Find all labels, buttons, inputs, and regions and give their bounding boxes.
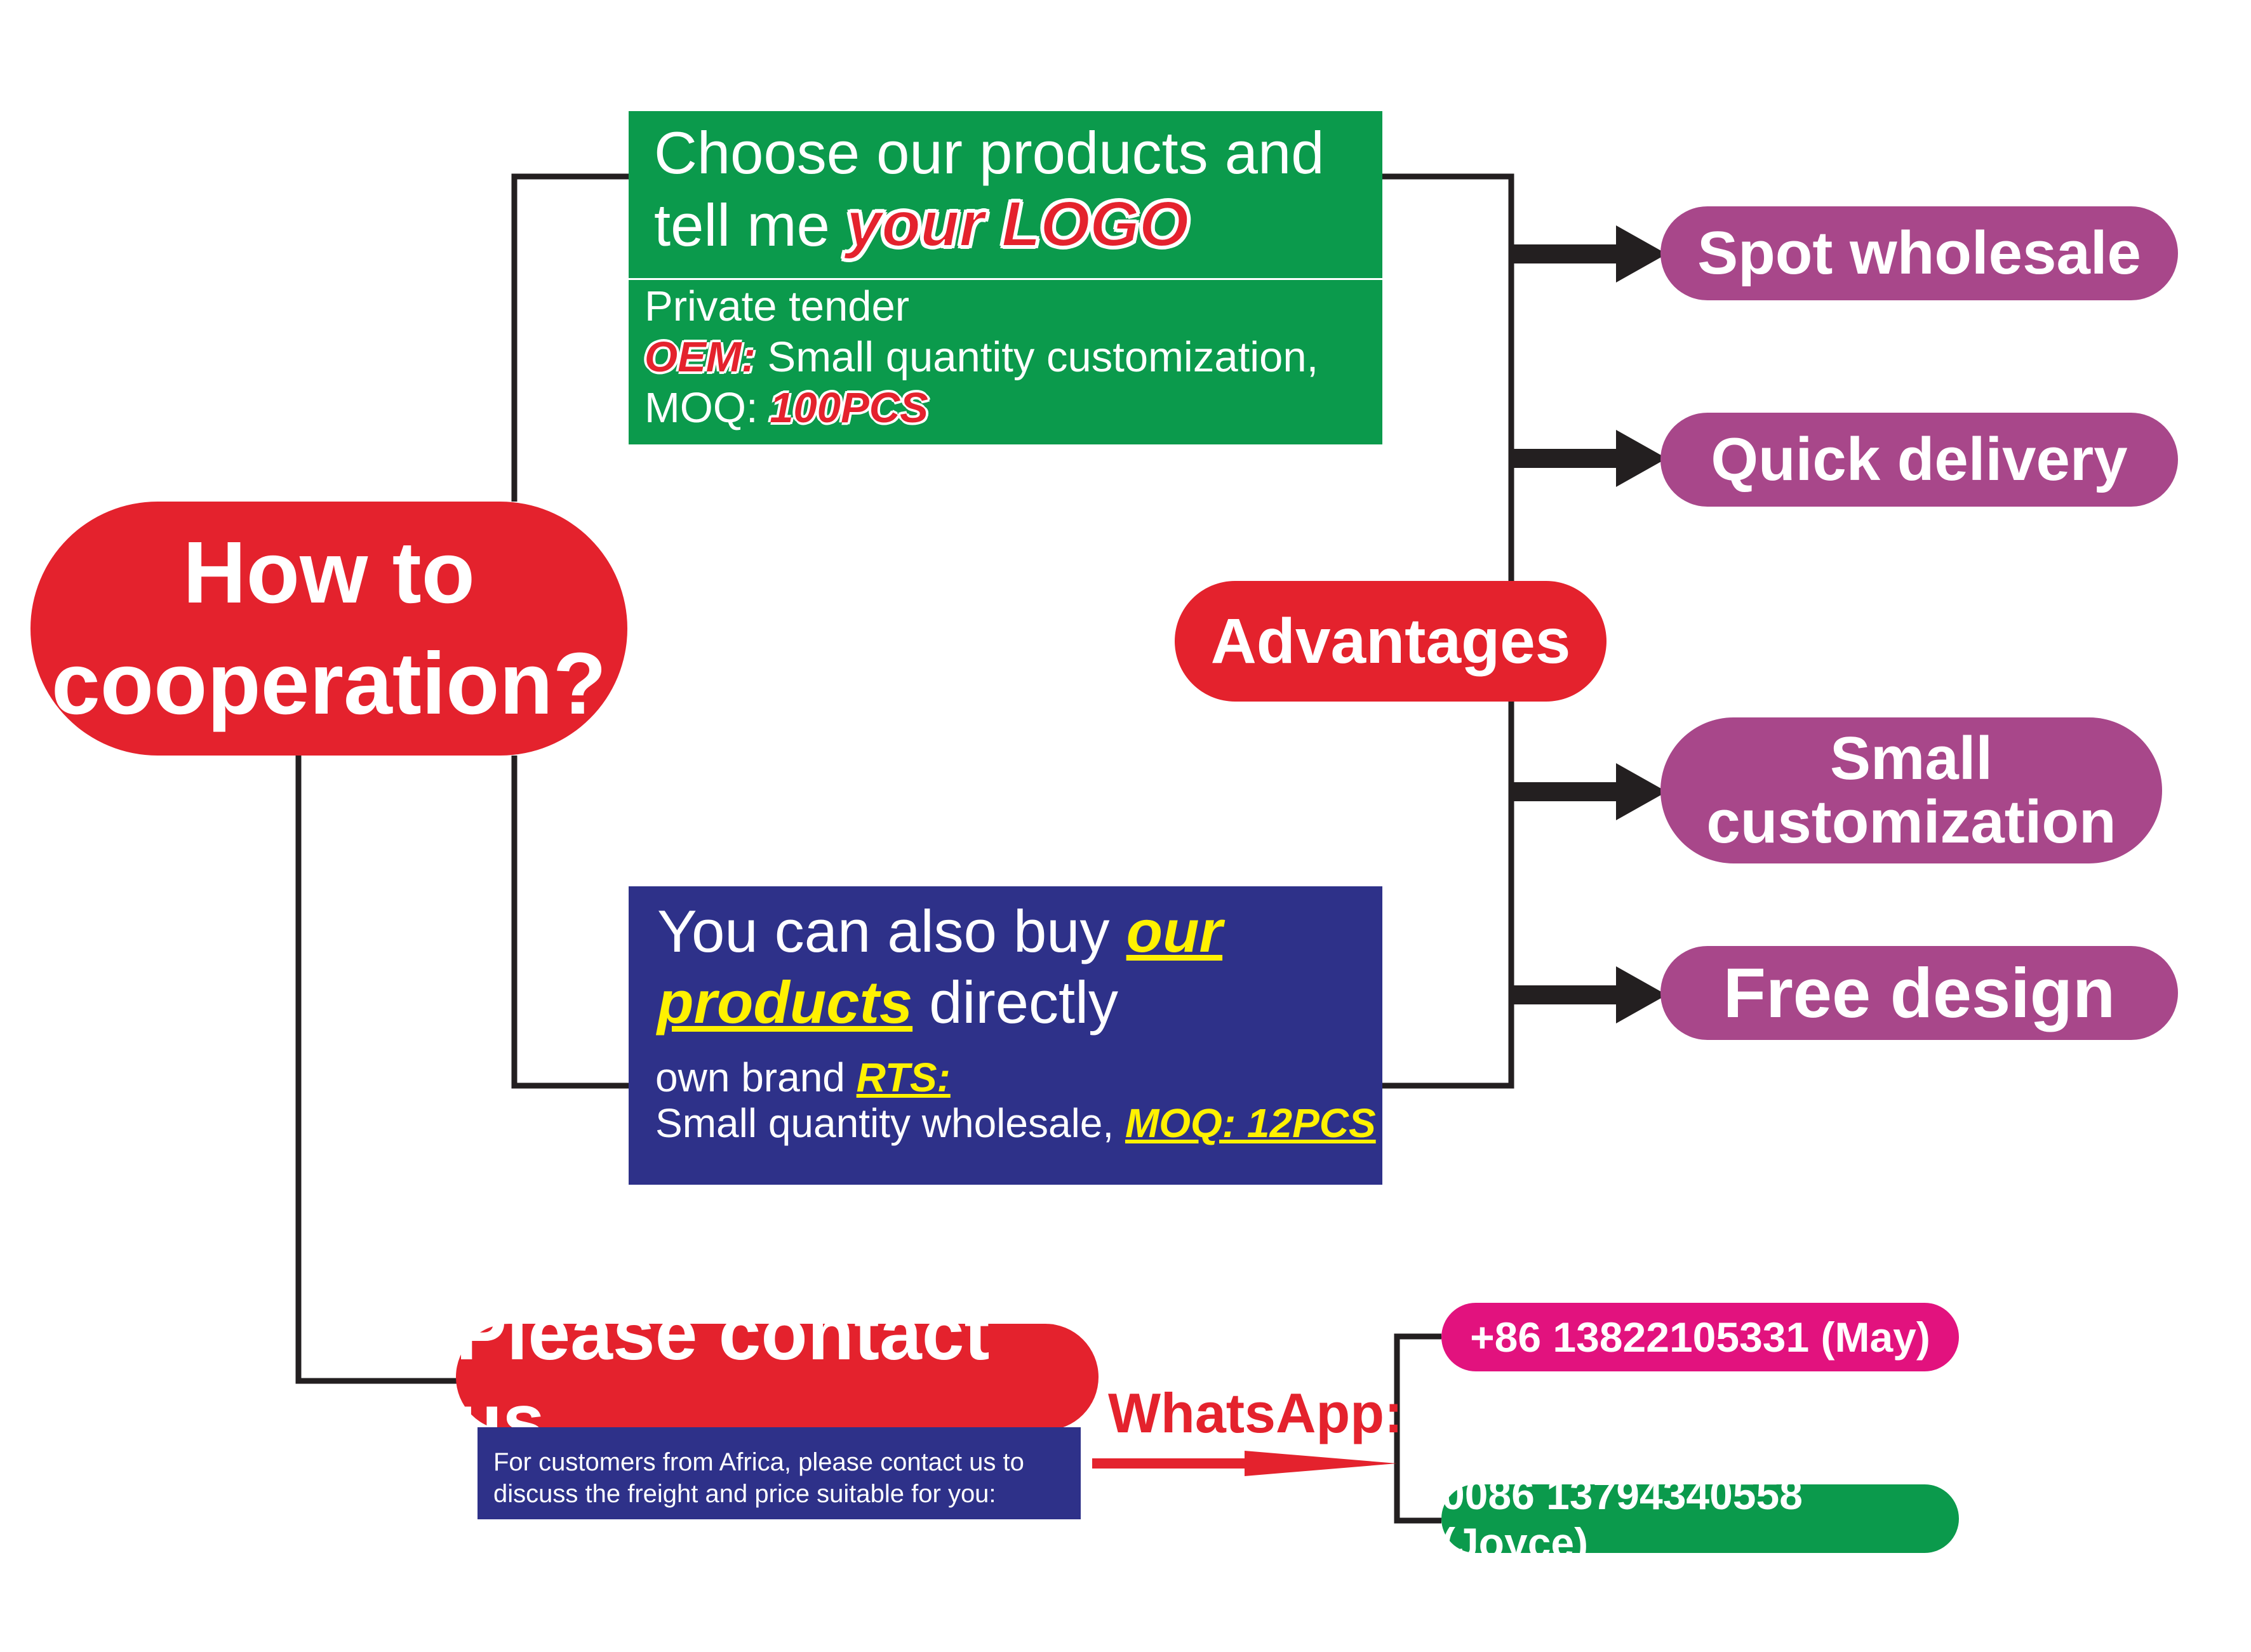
- rts-heading-line2: products directly: [657, 967, 1375, 1038]
- connector-to-contact: [295, 756, 457, 1384]
- oem-box: Choose our products and tell me your LOG…: [629, 111, 1382, 444]
- advantages-pill: Advantages: [1175, 581, 1606, 702]
- logo-highlight: your LOGO: [846, 188, 1189, 260]
- arrow-free-design: [1511, 966, 1667, 1023]
- rts-heading-highlight-products: products: [657, 969, 913, 1036]
- rts-box: You can also buy our products directly o…: [629, 886, 1382, 1185]
- oem-box-divider: [629, 278, 1382, 280]
- rts-heading-prefix: You can also buy: [657, 898, 1126, 964]
- main-title-line1: How to: [183, 524, 475, 622]
- rts-wholesale-line: Small quantity wholesale, MOQ: 12PCS: [655, 1100, 1379, 1146]
- arrow-spot-wholesale: [1511, 225, 1667, 283]
- oem-text: Small quantity customization,: [755, 333, 1319, 381]
- phone-may[interactable]: +86 13822105331 (May): [1441, 1303, 1959, 1371]
- rts-heading-suffix: directly: [912, 969, 1118, 1036]
- how-to-cooperate-pill: How to cooperation?: [30, 502, 627, 756]
- whatsapp-arrow: [1092, 1451, 1397, 1476]
- advantage-free-design: Free design: [1660, 946, 2178, 1040]
- africa-note-line1: For customers from Africa, please contac…: [493, 1448, 1024, 1476]
- rts-moq: MOQ: 12PCS: [1125, 1100, 1376, 1146]
- advantage-small-customization: Small customization: [1660, 717, 2162, 863]
- connector-to-rts: [511, 756, 630, 1089]
- rts-label: RTS:: [856, 1055, 951, 1100]
- oem-label: OEM:: [645, 333, 756, 381]
- arrow-small-customization: [1511, 763, 1667, 820]
- phone-joyce[interactable]: 0086 13794340558 (Joyce): [1441, 1471, 1959, 1566]
- rts-wholesale-text: Small quantity wholesale,: [655, 1100, 1125, 1146]
- connector-oem-right: [1382, 173, 1514, 583]
- oem-moq-label: MOQ:: [645, 384, 770, 432]
- oem-moq-line: MOQ: 100PCS: [645, 383, 1375, 434]
- rts-heading-highlight-our: our: [1126, 898, 1223, 964]
- advantage-spot-wholesale: Spot wholesale: [1660, 206, 2178, 300]
- rts-heading-line1: You can also buy our: [657, 896, 1375, 967]
- arrow-quick-delivery: [1511, 430, 1667, 487]
- connector-rts-right: [1382, 700, 1514, 1089]
- rts-brand-prefix: own brand: [655, 1055, 857, 1100]
- private-tender-text: Private tender: [645, 283, 910, 330]
- contact-us-pill: Please contact us: [456, 1291, 1099, 1463]
- oem-box-body: Private tender OEM: Small quantity custo…: [645, 281, 1375, 434]
- rts-brand-line: own brand RTS:: [655, 1055, 1379, 1100]
- africa-note-line2: discuss the freight and price suitable f…: [493, 1480, 996, 1508]
- africa-note-box: For customers from Africa, please contac…: [478, 1427, 1081, 1519]
- oem-line: OEM: Small quantity customization,: [645, 332, 1375, 383]
- oem-heading-line2: tell me your LOGO: [654, 188, 1372, 261]
- connector-to-oem: [511, 173, 630, 502]
- rts-box-body: own brand RTS: Small quantity wholesale,…: [655, 1055, 1379, 1146]
- advantage-quick-delivery: Quick delivery: [1660, 413, 2178, 507]
- oem-moq-value: 100PCS: [770, 384, 928, 432]
- whatsapp-label: WhatsApp:: [1108, 1382, 1403, 1444]
- rts-box-heading: You can also buy our products directly: [657, 896, 1375, 1038]
- phone-bracket: [1394, 1333, 1441, 1524]
- oem-box-heading: Choose our products and tell me your LOG…: [654, 117, 1372, 261]
- oem-heading-prefix: tell me: [654, 192, 846, 258]
- oem-heading-line1: Choose our products and: [654, 119, 1325, 186]
- main-title-line2: cooperation?: [51, 635, 607, 733]
